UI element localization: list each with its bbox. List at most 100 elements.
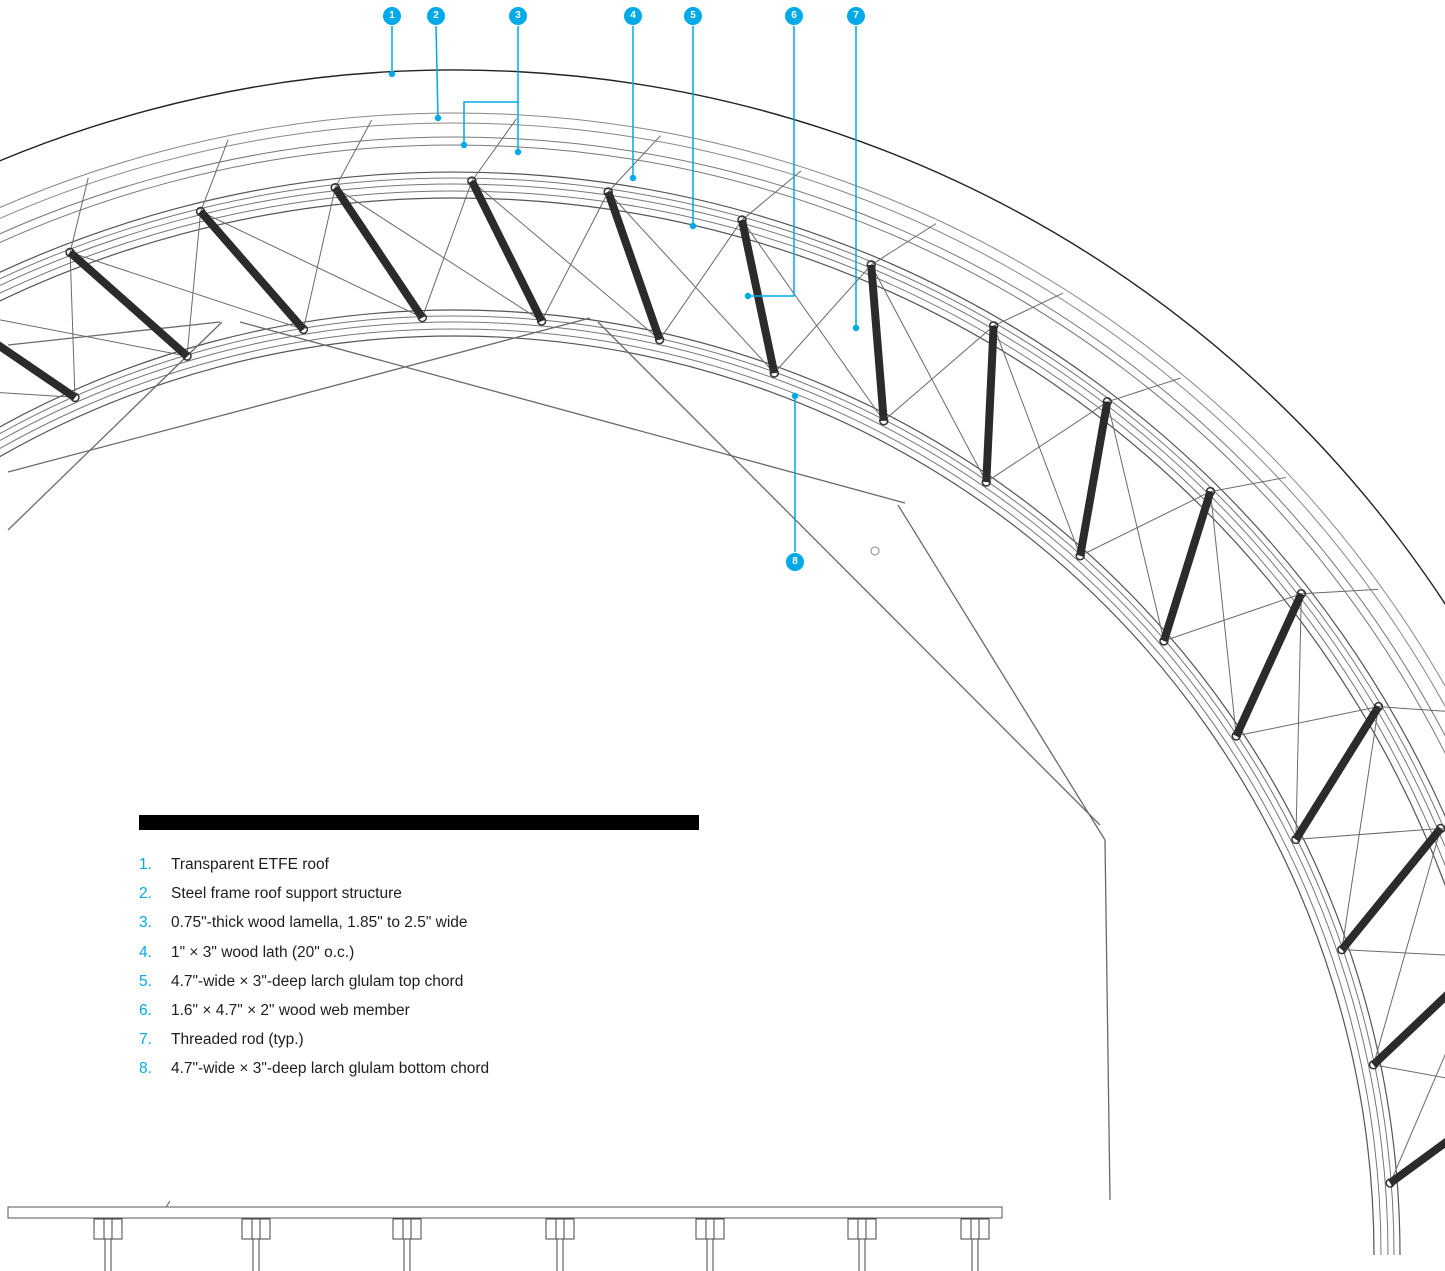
node-connector	[1296, 589, 1307, 599]
cross-rod	[986, 401, 1108, 483]
legend-text: 0.75"-thick wood lamella, 1.85" to 2.5" …	[171, 914, 468, 932]
chord-arc	[0, 69, 1445, 605]
legend-item: 6.1.6" × 4.7" × 2" wood web member	[139, 1002, 489, 1031]
web-member	[1292, 704, 1382, 842]
web-member	[1387, 1137, 1445, 1187]
node-connector	[981, 477, 992, 487]
node-connector	[654, 334, 665, 345]
web-member	[331, 185, 426, 320]
cross-rod	[1236, 706, 1379, 737]
legend-number: 2.	[139, 885, 152, 903]
cross-rod	[0, 319, 188, 357]
node-connector	[1231, 731, 1242, 741]
cross-rod	[471, 180, 660, 340]
cross-rod	[741, 219, 885, 422]
ring-arcs	[0, 69, 1445, 1256]
cross-rod	[1106, 401, 1165, 641]
web-member	[1338, 825, 1444, 953]
callout-3: 3	[509, 7, 527, 25]
node-connector	[1102, 397, 1113, 407]
support-bracket	[960, 1218, 990, 1240]
chord-arc	[0, 197, 1445, 887]
cross-rod	[607, 191, 775, 374]
cross-rod	[1079, 491, 1211, 557]
node-connector	[1368, 1060, 1379, 1070]
cross-rod	[659, 219, 743, 340]
legend-number: 1.	[139, 856, 152, 873]
legend-item: 8. 4.7"-wide × 3"-deep larch glulam botto…	[139, 1060, 489, 1089]
roof-strut	[1107, 377, 1181, 403]
web-member	[1232, 592, 1305, 738]
web-member	[867, 264, 888, 422]
node-connector	[988, 321, 999, 331]
support-bracket	[241, 1218, 271, 1240]
support-bracket	[93, 1218, 123, 1240]
legend-text: Steel frame roof support structure	[171, 885, 402, 903]
long-tension-rods	[7, 317, 1111, 1201]
chord-arc	[0, 315, 1395, 1256]
legend-list: 1. Transparent ETFE roof 2. Steel frame ro…	[139, 856, 489, 1090]
roof-strut	[607, 135, 661, 193]
legend-number: 3.	[139, 914, 152, 932]
support-posts	[93, 1218, 990, 1271]
cross-rod	[302, 187, 336, 330]
callout-2: 2	[427, 7, 445, 25]
node-connector	[70, 392, 80, 403]
node-connector	[1205, 486, 1216, 497]
chord-arc	[0, 328, 1382, 1256]
legend-number: 8.	[139, 1060, 152, 1078]
chord-arc	[0, 177, 1445, 833]
node-connectors	[65, 176, 1445, 1188]
chord-arc	[0, 321, 1389, 1256]
node-connector	[866, 260, 876, 270]
node-connector	[298, 324, 309, 335]
legend-text: Transparent ETFE roof	[171, 856, 329, 873]
node-connector	[1385, 1178, 1395, 1188]
callout-5: 5	[684, 7, 702, 25]
node-connector	[769, 368, 780, 378]
cross-rod	[0, 392, 76, 398]
node-connector	[1291, 834, 1301, 845]
chord-arc	[0, 136, 1445, 737]
legend-item: 4.1" × 3" wood lath (20" o.c.)	[139, 944, 489, 973]
web-member	[1160, 490, 1215, 643]
roof-strut	[1301, 588, 1379, 595]
roof-strut	[69, 177, 89, 253]
legend-text: 1" × 3" wood lath (20" o.c.)	[171, 943, 355, 961]
legend-text: Threaded rod (typ.)	[171, 1031, 304, 1049]
support-bracket	[392, 1218, 422, 1240]
web-member	[468, 179, 546, 323]
cross-rod	[200, 211, 423, 319]
chord-arc	[0, 335, 1375, 1256]
cross-rod	[870, 264, 987, 483]
web-member	[1370, 991, 1445, 1068]
roof-strut	[870, 223, 937, 266]
chord-arc	[0, 112, 1445, 687]
cross-rod	[186, 211, 202, 357]
cross-rod	[883, 325, 994, 422]
web-members	[0, 179, 1445, 1187]
roof-strut	[334, 119, 373, 188]
support-bracket	[545, 1218, 575, 1240]
callout-7: 7	[847, 7, 865, 25]
cross-rod	[1373, 1064, 1445, 1079]
legend-text: 4.7"-wide × 3"-deep larch glulam bottom …	[171, 1060, 490, 1078]
base-platform	[7, 1200, 1003, 1219]
node-connector	[182, 351, 192, 361]
cross-rod	[993, 325, 1081, 556]
callout-4: 4	[624, 7, 642, 25]
chord-arc	[0, 122, 1445, 708]
cross-rod	[773, 264, 872, 374]
web-member	[0, 341, 78, 401]
node-connector	[1159, 636, 1169, 646]
web-member	[67, 249, 190, 360]
legend-text: 1.6" × 4.7" × 2" wood web member	[171, 1001, 410, 1019]
chord-arc	[0, 309, 1401, 1256]
cross-rod	[1373, 828, 1442, 1065]
callout-8: 8	[786, 553, 804, 571]
callout-leaders	[388, 25, 860, 552]
legend-item: 3. 0.75"-thick wood lamella, 1.85" to 2.5…	[139, 914, 489, 943]
legend-item: 1. Transparent ETFE roof	[139, 856, 489, 885]
web-member	[604, 190, 664, 341]
legend-number: 7.	[139, 1031, 152, 1049]
